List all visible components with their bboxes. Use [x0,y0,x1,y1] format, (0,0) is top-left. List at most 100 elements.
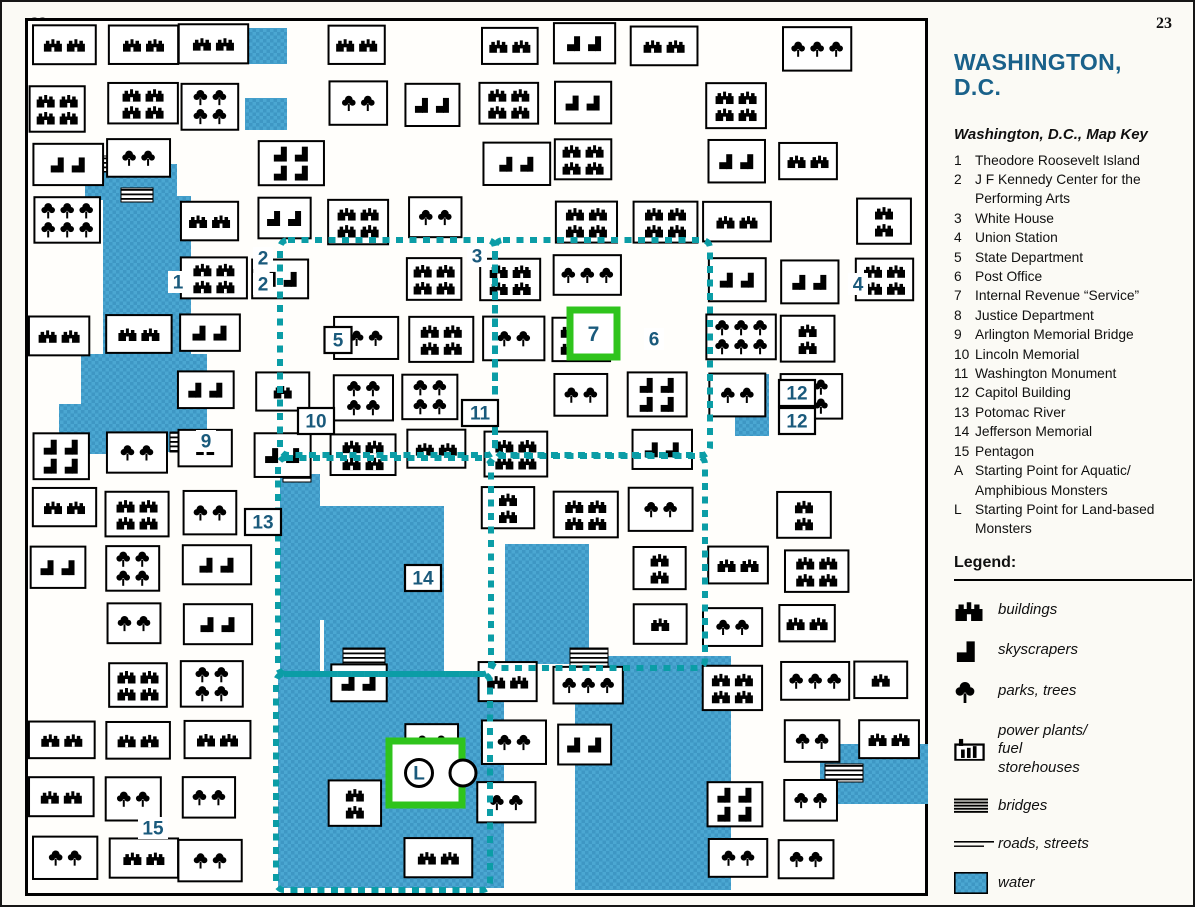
legend-item-label: power plants/ fuel storehouses [998,721,1088,777]
city-block [32,835,99,880]
city-block [182,489,238,536]
city-block [108,662,168,708]
water-icon [954,872,998,895]
city-block [782,26,853,72]
city-block [177,23,250,65]
city-block [404,82,461,128]
svg-text:2: 2 [258,249,269,270]
city-block [552,490,619,539]
map-key-item-2: 2 J F Kennedy Center for the Performing A… [954,170,1192,209]
map-key-item-id: 3 [954,210,962,226]
legend-item-buildings: buildings [954,600,1192,621]
city-block [28,85,86,133]
city-block [33,196,101,244]
region-outline [273,671,493,893]
city-block [406,428,467,469]
city-block [105,720,171,760]
map-key-item-id: 9 [954,327,962,343]
city-block [552,254,622,296]
water-region [245,98,287,130]
city-block [32,432,90,481]
city-block [702,200,772,243]
map-marker-11: 11 [460,398,500,428]
map-key-item-label: J F Kennedy Center for the Performing Ar… [975,172,1141,207]
city-block [106,138,172,178]
city-block [707,257,767,303]
bridge [569,647,609,667]
svg-text:2: 2 [258,275,269,296]
bridge [824,763,864,783]
city-block [179,313,241,352]
city-block [554,80,613,125]
city-block [708,372,767,418]
legend-item-roads-streets: roads, streets [954,835,1192,854]
city-block [105,545,161,592]
legend-item-label: roads, streets [998,834,1089,852]
city-block [554,200,619,244]
map-key-item-id: 10 [954,346,970,362]
map-marker-15: 15 [138,817,168,840]
city-block [553,372,609,417]
city-block [701,664,764,712]
map-key-item-label: Post Office [975,269,1043,285]
city-block [177,838,243,883]
water-region [316,506,444,620]
city-block [482,141,552,186]
city-block [330,663,388,703]
bridge [120,187,154,203]
city-block [180,82,240,131]
city-block [552,665,624,705]
highlight-box-7[interactable]: 7 [566,306,621,361]
legend-item-skyscrapers: skyscrapers [954,640,1192,662]
map-key-item-id: 13 [954,404,970,420]
region-outline [492,237,713,458]
map-marker-4: 4 [848,273,868,296]
city-block [783,549,850,593]
map-key-item-id: 2 [954,172,962,187]
svg-text:15: 15 [142,819,164,840]
city-block [403,837,474,879]
city-block [557,723,613,766]
map-marker-6: 6 [644,328,664,351]
page-title: WASHINGTON, D.C. [954,49,1192,101]
city-block [105,431,168,474]
map-key-item-id: 15 [954,443,970,459]
city-block [480,486,536,530]
water-region [505,544,589,664]
city-block [552,22,617,65]
map-key-item-id: 7 [954,288,962,304]
map-marker-14: 14 [403,563,443,593]
page-title-line2: D.C. [954,74,1002,101]
highlight-box-L[interactable]: L [385,737,478,809]
map-key-item-id: A [954,463,964,479]
page-title-line1: WASHINGTON, [954,49,1122,75]
city-block [701,607,764,647]
svg-text:5: 5 [333,331,344,352]
city-block [858,719,920,760]
svg-text:4: 4 [853,275,864,296]
city-block [783,778,838,822]
city-block [783,719,841,763]
city-block [705,82,767,130]
svg-text:11: 11 [470,404,491,425]
city-block [104,776,162,822]
map-key-item-label: Lincoln Memorial [975,346,1080,362]
map-marker-3: 3 [467,245,487,268]
city-block [632,200,699,244]
map-marker-9: 9 [196,430,216,453]
city-block [779,314,836,363]
map-key-item-id: 1 [954,152,962,168]
aquatic-start-circle [448,758,478,788]
